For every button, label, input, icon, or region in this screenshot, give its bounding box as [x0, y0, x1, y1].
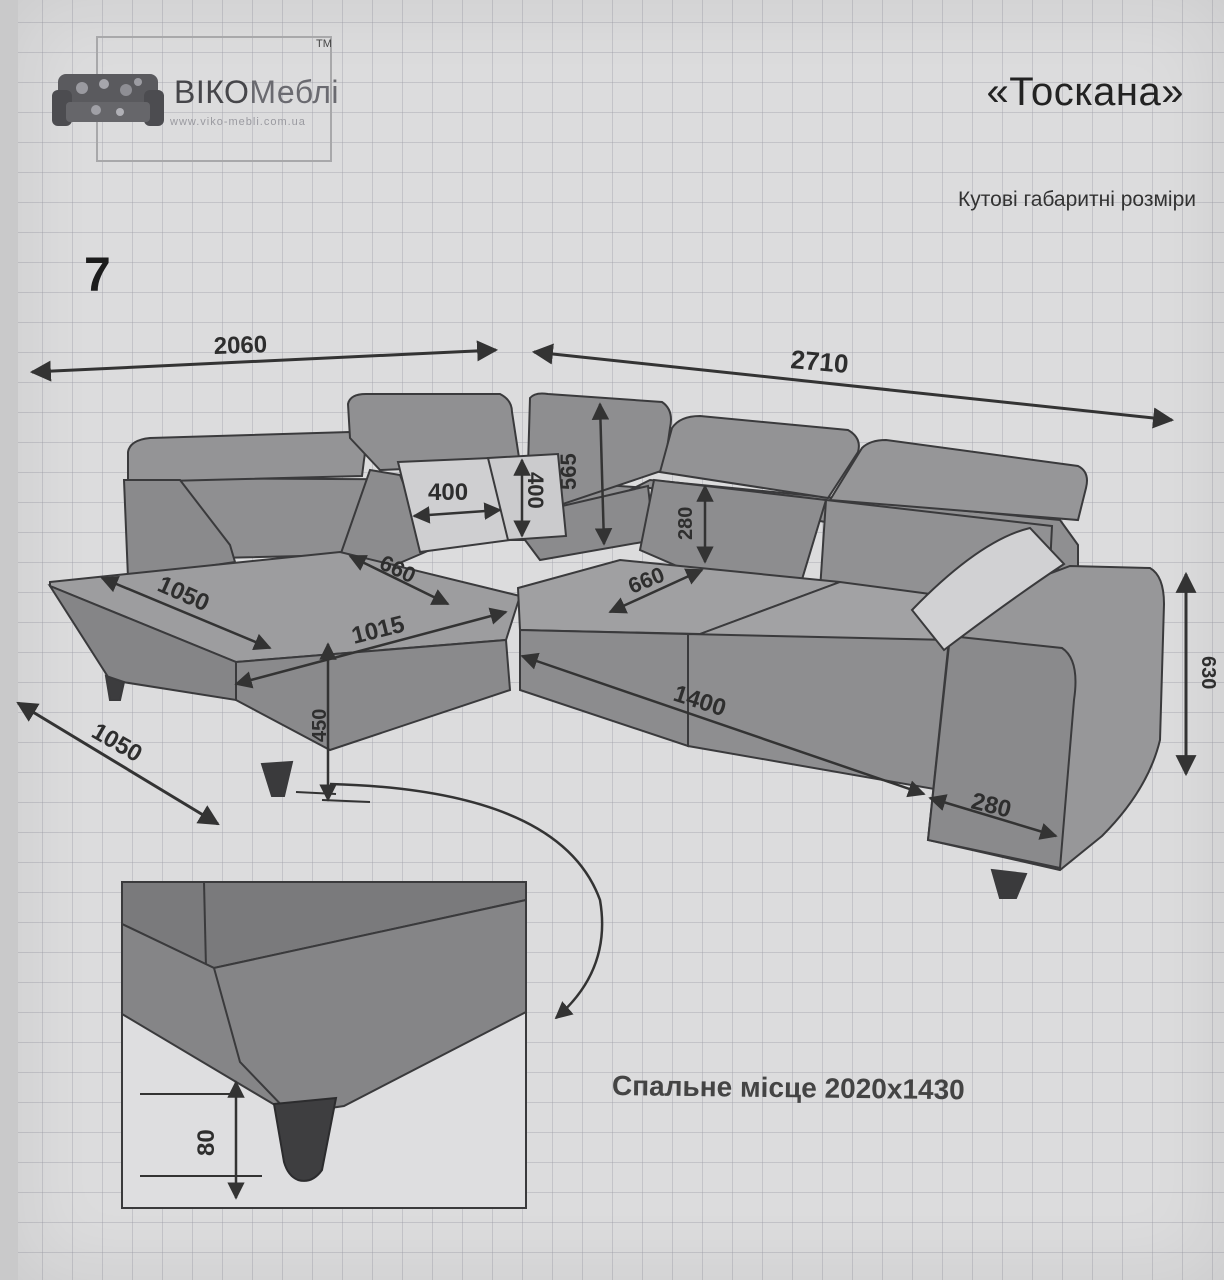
back-height-label: 565 — [556, 453, 581, 490]
product-title: «Тоскана» — [986, 70, 1184, 114]
detail-callout-arrow — [329, 782, 604, 1020]
leg-detail-inset — [121, 881, 527, 1209]
cushion-width-arrow — [412, 502, 502, 524]
overall-left-arrow — [29, 340, 499, 382]
brand-light: Меблі — [249, 74, 340, 110]
seat-height-label: 450 — [309, 709, 331, 742]
total-height-label: 630 — [1197, 656, 1219, 689]
cushion-height-label: 400 — [523, 472, 548, 509]
right-seat-depth-arrow — [608, 568, 704, 614]
bed-width-arrow — [520, 652, 926, 798]
armrest-width-arrow — [928, 794, 1058, 840]
sofa-logo-icon — [52, 74, 164, 126]
document-subtitle: Кутові габаритні розміри — [958, 188, 1196, 211]
brand-website: www.viko-mebli.com.ua — [170, 116, 306, 128]
side-depth-arrow — [16, 701, 220, 826]
side-depth-label: 1050 — [87, 718, 147, 768]
sleeping-area-label: Спальне місце 2020x1430 — [611, 1070, 965, 1106]
page-number: 7 — [84, 249, 111, 302]
overall-right-arrow — [531, 343, 1175, 429]
back-height-arrow — [591, 402, 613, 546]
chaise-width-arrow — [234, 607, 508, 689]
brand-bold: ВІКО — [174, 74, 250, 110]
trademark-mark: TM — [316, 38, 332, 50]
cushion-width-label: 400 — [428, 479, 468, 506]
headrest-height-label: 280 — [675, 507, 697, 540]
overall-left-label: 2060 — [213, 331, 267, 360]
brand-name: ВІКОМеблі — [174, 74, 339, 111]
seat-height-base — [295, 791, 337, 795]
leg-height-label: 80 — [193, 1129, 220, 1156]
overall-right-label: 2710 — [789, 344, 849, 379]
seat-height-floor — [321, 799, 371, 803]
left-seat-depth-arrow — [348, 554, 450, 606]
